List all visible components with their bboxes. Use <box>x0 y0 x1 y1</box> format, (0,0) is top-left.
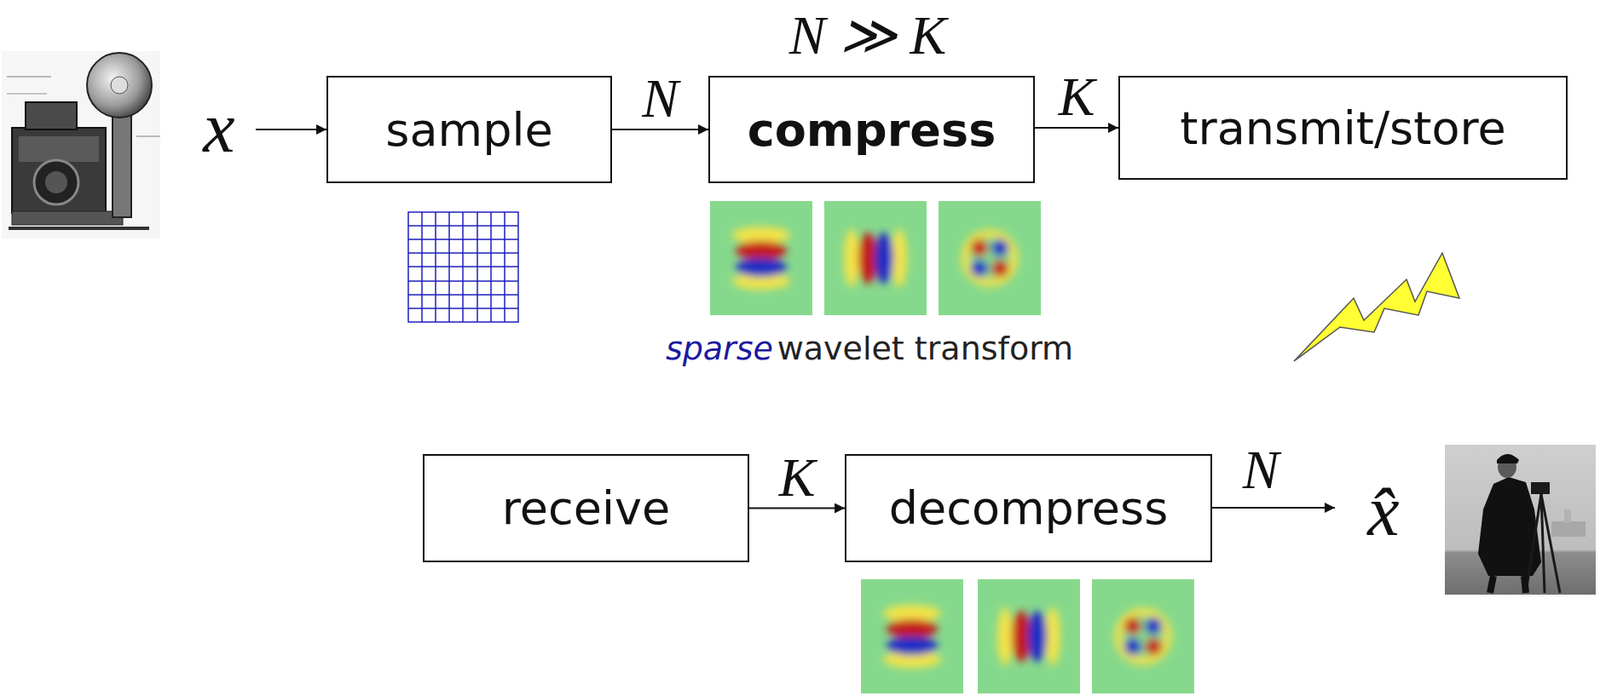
box-label: transmit/store <box>1179 101 1506 156</box>
edge-label: K <box>1058 66 1096 128</box>
box-label: compress <box>747 103 997 157</box>
input-arrow <box>255 128 327 131</box>
flow-arrow <box>1034 127 1119 129</box>
edge-label: N <box>641 68 679 129</box>
label-holder: x <box>202 92 235 164</box>
box-label: receive <box>502 481 671 536</box>
sampling-grid <box>408 212 519 323</box>
ratio-note: N ≫ K <box>789 5 947 66</box>
box-label: sample <box>385 103 553 157</box>
label-holder: N ≫ K <box>789 8 947 64</box>
process-box: transmit/store <box>1118 75 1568 180</box>
flow-arrow <box>749 508 845 510</box>
box-label: decompress <box>889 481 1169 536</box>
caption-text: wavelet transform <box>777 329 1074 368</box>
output-arrow <box>1212 507 1335 509</box>
sparse-word: sparse <box>665 329 774 368</box>
label-holder: K <box>1058 69 1096 125</box>
output-symbol: x̂ <box>1367 471 1399 551</box>
flow-arrow <box>612 128 709 131</box>
label-holder: x̂ <box>1367 475 1399 548</box>
caption-row: sparsewavelet transform <box>665 329 1074 368</box>
process-box: sample <box>326 75 613 184</box>
cameraman-photo <box>1444 444 1596 595</box>
camera-illustration <box>1 51 161 239</box>
process-box: receive <box>422 454 750 563</box>
input-symbol: x <box>202 87 235 168</box>
wavelet-atoms <box>860 579 1195 694</box>
lightning-bolt <box>1293 253 1460 362</box>
length-symbol: N <box>1242 439 1280 501</box>
label-holder: K <box>779 450 816 506</box>
edge-label: K <box>779 447 816 509</box>
process-box: decompress <box>844 454 1213 563</box>
label-holder: N <box>1242 443 1280 498</box>
wavelet-atoms <box>710 201 1041 316</box>
process-box: compress <box>708 75 1035 184</box>
label-holder: N <box>641 71 679 127</box>
